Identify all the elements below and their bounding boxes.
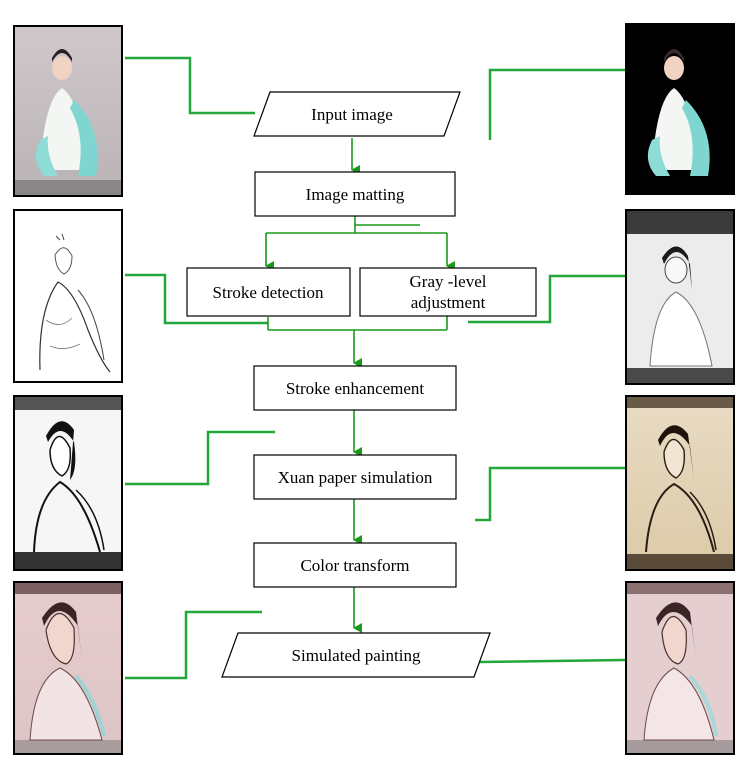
node-image-matting: Image matting [254,171,456,217]
node-gray-level-adjustment: Gray -level adjustment [359,267,537,317]
node-xuan-paper-simulation-label: Xuan paper simulation [278,468,433,487]
thumb-gray-level-photo [625,209,735,385]
thumb-xuan-paper-sepia [625,395,735,571]
thumb-original-photo [13,25,123,197]
connector-simulated-painting [477,658,626,664]
node-simulated-painting: Simulated painting [221,632,491,678]
node-stroke-detection: Stroke detection [186,267,351,317]
connector-input-right [488,68,625,140]
node-color-transform-label: Color transform [300,556,409,575]
thumb-matted-photo [625,23,735,195]
node-input-image: Input image [253,91,461,137]
node-gray-level-label-line1: Gray -level [410,272,487,291]
flow-arrows [265,138,455,633]
thumb-stroke-sketch [13,209,123,383]
connector-gray-level [468,274,625,324]
connector-stroke-detection [125,273,268,325]
node-gray-level-label-line2: adjustment [411,293,486,312]
node-color-transform: Color transform [253,542,457,588]
node-stroke-enhancement: Stroke enhancement [253,365,457,411]
thumb-simulated-painting-result [625,581,735,755]
thumb-enhanced-stroke [13,395,123,571]
thumb-pink-painting [13,581,123,755]
connector-stroke-enhancement [125,430,275,486]
connector-color-transform [125,610,262,680]
connector-input-left [125,56,255,115]
node-xuan-paper-simulation: Xuan paper simulation [253,454,457,500]
node-input-image-label: Input image [311,105,393,124]
node-stroke-enhancement-label: Stroke enhancement [286,379,425,398]
node-image-matting-label: Image matting [306,185,405,204]
connector-xuan-paper [475,466,625,522]
node-stroke-detection-label: Stroke detection [213,283,324,302]
node-simulated-painting-label: Simulated painting [292,646,421,665]
thumbnail-connectors [125,56,626,680]
